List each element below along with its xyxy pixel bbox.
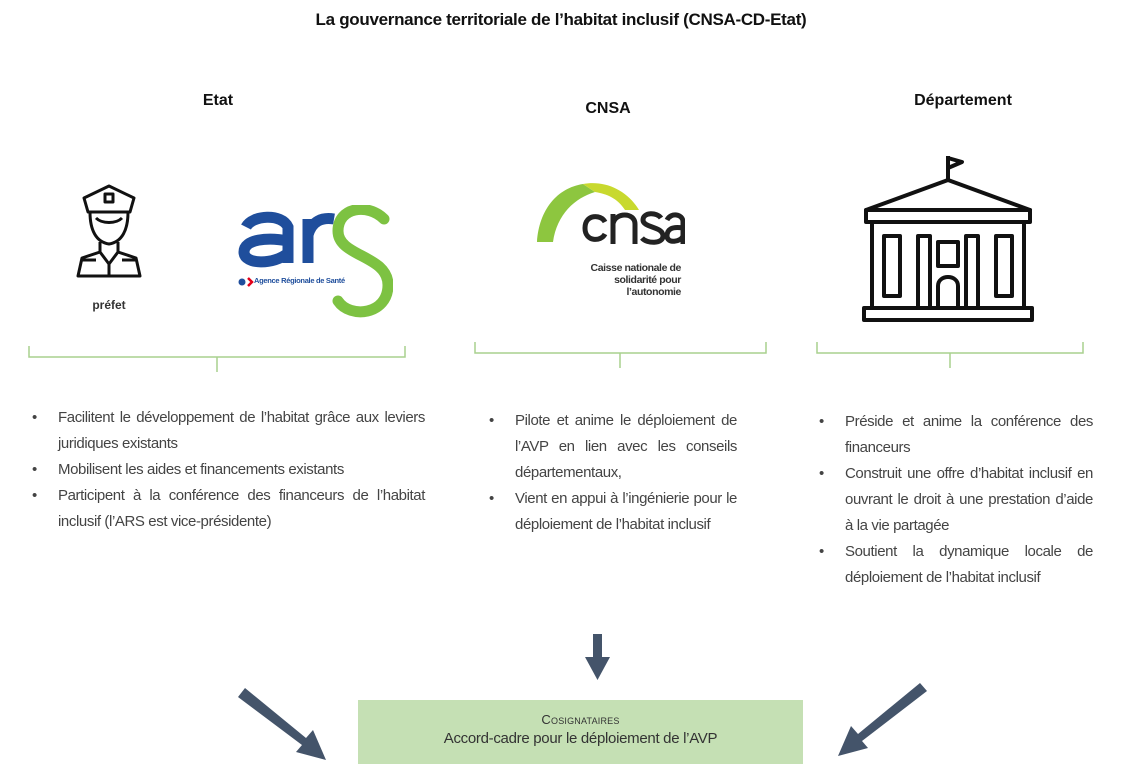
cnsa-logo: Caisse nationale de solidarité pour l’au… <box>535 180 686 298</box>
list-item: Vient en appui à l’ingénierie pour le dé… <box>489 486 737 538</box>
cnsa-bullets: Pilote et anime le déploiement de l’AVP … <box>487 408 737 538</box>
arrow-diagonal-etat <box>238 688 326 760</box>
heading-etat: Etat <box>202 92 234 109</box>
list-item: Pilote et anime le déploiement de l’AVP … <box>489 408 737 486</box>
arrow-down-cnsa <box>585 634 610 680</box>
cnsa-subtitle-line1: Caisse nationale de <box>590 262 682 274</box>
ars-logo-graphic <box>238 204 394 318</box>
departement-bullets: Préside et anime la conférence des finan… <box>817 409 1093 591</box>
cnsa-subtitle-line2: solidarité pour l’autonomie <box>614 274 681 298</box>
cosignataires-box: Cosignataires Accord-cadre pour le déplo… <box>358 700 803 764</box>
accord-cadre-text: Accord-cadre pour le déploiement de l’AV… <box>443 730 718 747</box>
prefet-label: préfet <box>92 298 126 312</box>
list-item: Construit une offre d’habitat inclusif e… <box>819 461 1093 539</box>
list-item: Préside et anime la conférence des finan… <box>819 409 1093 461</box>
cosignataires-label: Cosignataires <box>541 712 620 727</box>
ars-logo: Agence Régionale de Santé <box>238 204 394 320</box>
prefet-officer-icon <box>76 184 142 278</box>
etat-bullets: Facilitent le développement de l’habitat… <box>30 405 425 535</box>
heading-cnsa: CNSA <box>585 100 631 117</box>
cnsa-logo-graphic <box>537 183 686 245</box>
bracket-departement <box>816 342 1084 368</box>
list-item: Facilitent le développement de l’habitat… <box>32 405 425 457</box>
list-item: Participent à la conférence des financeu… <box>32 483 425 535</box>
heading-departement: Département <box>914 92 1012 109</box>
arrow-diagonal-departement <box>838 683 927 756</box>
list-item: Soutient la dynamique locale de déploiem… <box>819 539 1093 591</box>
diagram-title: La gouvernance territoriale de l’habitat… <box>315 10 807 29</box>
list-item: Mobilisent les aides et financements exi… <box>32 457 425 483</box>
bracket-etat <box>28 346 406 372</box>
ars-subtitle: Agence Régionale de Santé <box>254 276 345 285</box>
bracket-cnsa <box>474 342 767 368</box>
departement-building-icon <box>862 156 1034 322</box>
cnsa-subtitle: Caisse nationale de solidarité pour l’au… <box>575 262 682 298</box>
